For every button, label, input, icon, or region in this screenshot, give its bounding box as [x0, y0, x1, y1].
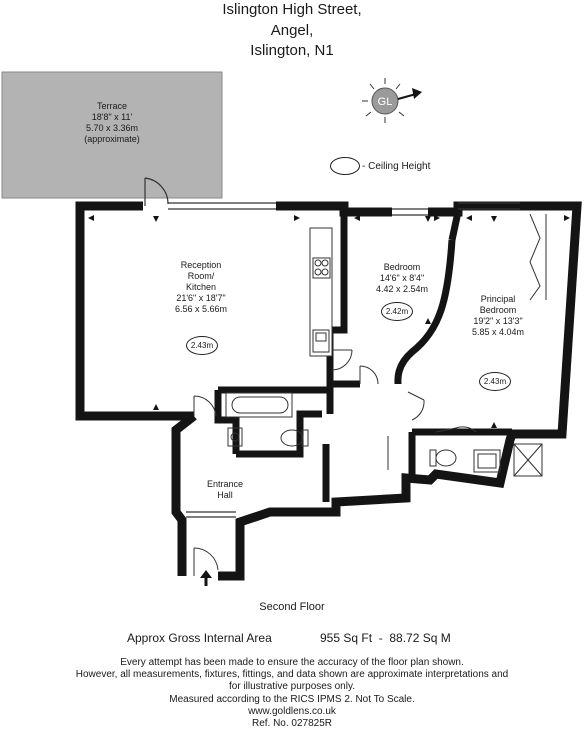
dimension-markers [88, 215, 570, 428]
terrace-metric: 5.70 x 3.36m [85, 123, 139, 133]
disclaimer-line-1: Every attempt has been made to ensure th… [120, 657, 464, 668]
reception-imperial: 21'6" x 18'7" [176, 293, 226, 303]
principal-ceiling-height: 2.43m [479, 372, 511, 391]
principal-name-1: Principal [480, 294, 516, 304]
bedroom-imperial: 14'6" x 8'4" [379, 273, 425, 283]
hob-icon [312, 257, 331, 279]
bedroom-metric: 4.42 x 2.54m [375, 284, 429, 294]
compass-label: GL [378, 96, 393, 108]
ensuite-toilet-icon [429, 449, 457, 467]
address-line-1: Islington High Street, [222, 1, 362, 18]
curved-wall [394, 239, 456, 385]
floor-label: Second Floor [259, 601, 325, 613]
shower-icon [513, 443, 543, 477]
area-value: 955 Sq Ft - 88.72 Sq M [320, 631, 451, 645]
ensuite-basin-icon [473, 449, 501, 473]
reference-number: Ref. No. 027825R [251, 718, 333, 729]
principal-imperial: 19'2" x 13'3" [473, 316, 523, 326]
principal-name-2: Bedroom [479, 305, 517, 315]
ceiling-legend-label: - Ceiling Height [362, 161, 431, 172]
bathtub-icon [225, 392, 293, 418]
bedroom-ceiling-height: 2.42m [381, 302, 413, 321]
address-line-2: Angel, [270, 22, 314, 39]
bedroom-name: Bedroom [383, 262, 421, 272]
sink-icon [312, 329, 330, 353]
reception-metric: 6.56 x 5.66m [174, 304, 228, 314]
reception-name-2: Room/ [187, 271, 215, 281]
wardrobe-icon [529, 213, 547, 301]
bedroom-label: Bedroom 14'6" x 8'4" 4.42 x 2.54m [362, 262, 442, 295]
windows [168, 202, 520, 518]
entrance-hall-label: Entrance Hall [186, 479, 264, 501]
terrace-area [1, 71, 223, 199]
disclaimer-line-4: Measured according to the RICS IPMS 2. N… [169, 694, 415, 705]
doors [193, 349, 477, 576]
principal-metric: 5.85 x 4.04m [471, 327, 525, 337]
ceiling-legend-icon [330, 157, 360, 175]
bath-basin-icon [227, 427, 243, 447]
website-link[interactable]: www.goldlens.co.uk [248, 706, 336, 717]
compass-icon [362, 78, 422, 123]
reception-name-1: Reception [180, 260, 222, 270]
terrace-note: (approximate) [84, 134, 140, 144]
entrance-arrow-icon [200, 570, 212, 586]
disclaimer-line-2: However, all measurements, fixtures, fit… [75, 669, 509, 680]
reception-ceiling-height: 2.43m [186, 336, 218, 355]
reception-name-3: Kitchen [185, 282, 217, 292]
principal-bedroom-label: Principal Bedroom 19'2" x 13'3" 5.85 x 4… [458, 294, 538, 338]
internal-walls [214, 211, 512, 502]
disclaimer-line-3: for illustrative purposes only. [229, 681, 355, 692]
terrace-label: Terrace 18'8" x 11' 5.70 x 3.36m (approx… [72, 101, 152, 145]
reception-label: Reception Room/ Kitchen 21'6" x 18'7" 6.… [158, 260, 244, 315]
terrace-imperial: 18'8" x 11' [91, 112, 133, 122]
area-label: Approx Gross Internal Area [127, 631, 272, 645]
outer-walls [75, 201, 582, 581]
bath-toilet-icon [280, 429, 309, 447]
address-line-3: Islington, N1 [250, 42, 334, 59]
hall-name-1: Entrance [206, 479, 244, 489]
terrace-name: Terrace [96, 101, 127, 111]
terrace-door [144, 177, 169, 206]
hall-name-2: Hall [217, 490, 233, 500]
